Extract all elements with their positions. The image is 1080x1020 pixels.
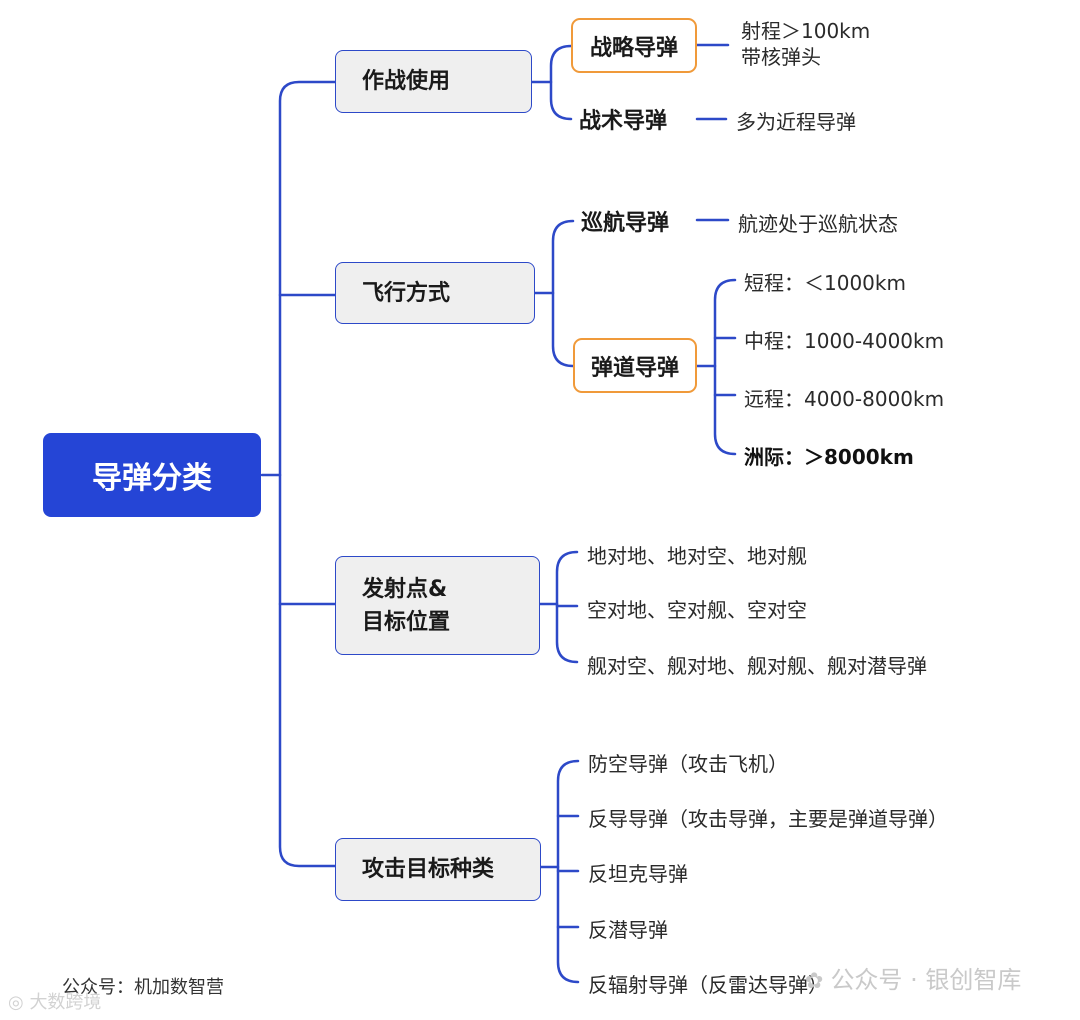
category-label-line1: 发射点& [362, 576, 448, 602]
cruise-missile-label: 巡航导弹 [581, 211, 670, 236]
attack-type-anti-tank: 反坦克导弹 [588, 862, 688, 886]
strategic-missile-label: 战略导弹 [589, 35, 678, 61]
category-launch-target: 发射点& 目标位置 [335, 556, 540, 655]
category-combat-use: 作战使用 [335, 50, 532, 113]
watermark-right: ✿ 公众号 · 银创智库 [805, 960, 1021, 995]
category-label: 攻击目标种类 [362, 857, 495, 882]
range-intercontinental: 洲际：＞8000km [744, 445, 914, 469]
wechat-icon: ✿ [805, 969, 831, 994]
range-long: 远程：4000-8000km [744, 387, 945, 411]
attack-type-anti-submarine: 反潜导弹 [588, 918, 668, 942]
strategic-desc-line1: 射程＞100km [741, 19, 871, 43]
launch-type-surface: 地对地、地对空、地对舰 [587, 544, 807, 568]
category-label: 飞行方式 [362, 280, 451, 306]
watermark-left-text: 大数跨境 [29, 992, 102, 1013]
tactical-missile-label: 战术导弹 [579, 109, 668, 134]
category-label: 作战使用 [362, 69, 451, 94]
range-medium: 中程：1000-4000km [744, 329, 945, 353]
watermark-left: ◎ 大数跨境 [8, 988, 101, 1014]
strategic-desc-line2: 带核弹头 [741, 45, 821, 69]
source-credit: 公众号：机加数智营 [62, 977, 224, 998]
strategic-missile-node: 战略导弹 [571, 18, 697, 73]
root-label: 导弹分类 [92, 461, 212, 496]
attack-type-anti-missile: 反导导弹（攻击导弹，主要是弹道导弹） [588, 807, 948, 831]
launch-type-air: 空对地、空对舰、空对空 [587, 598, 807, 622]
attack-type-air-defense: 防空导弹（攻击飞机） [588, 752, 788, 776]
ballistic-missile-label: 弹道导弹 [590, 355, 679, 381]
attack-type-anti-radiation: 反辐射导弹（反雷达导弹） [588, 973, 828, 997]
strategic-missile-description: 射程＞100km 带核弹头 [741, 18, 870, 70]
root-node: 导弹分类 [43, 433, 261, 517]
ballistic-missile-node: 弹道导弹 [573, 338, 697, 393]
cruise-missile-description: 航迹处于巡航状态 [738, 212, 898, 236]
tactical-missile-description: 多为近程导弹 [736, 110, 856, 134]
launch-type-ship: 舰对空、舰对地、舰对舰、舰对潜导弹 [587, 654, 927, 678]
category-label-line2: 目标位置 [362, 609, 451, 635]
watermark-right-text: 公众号 · 银创智库 [830, 966, 1022, 994]
category-attack-target: 攻击目标种类 [335, 838, 541, 901]
category-flight-mode: 飞行方式 [335, 262, 535, 324]
brand-mark-icon: ◎ [8, 992, 30, 1013]
range-short: 短程：＜1000km [744, 271, 906, 295]
